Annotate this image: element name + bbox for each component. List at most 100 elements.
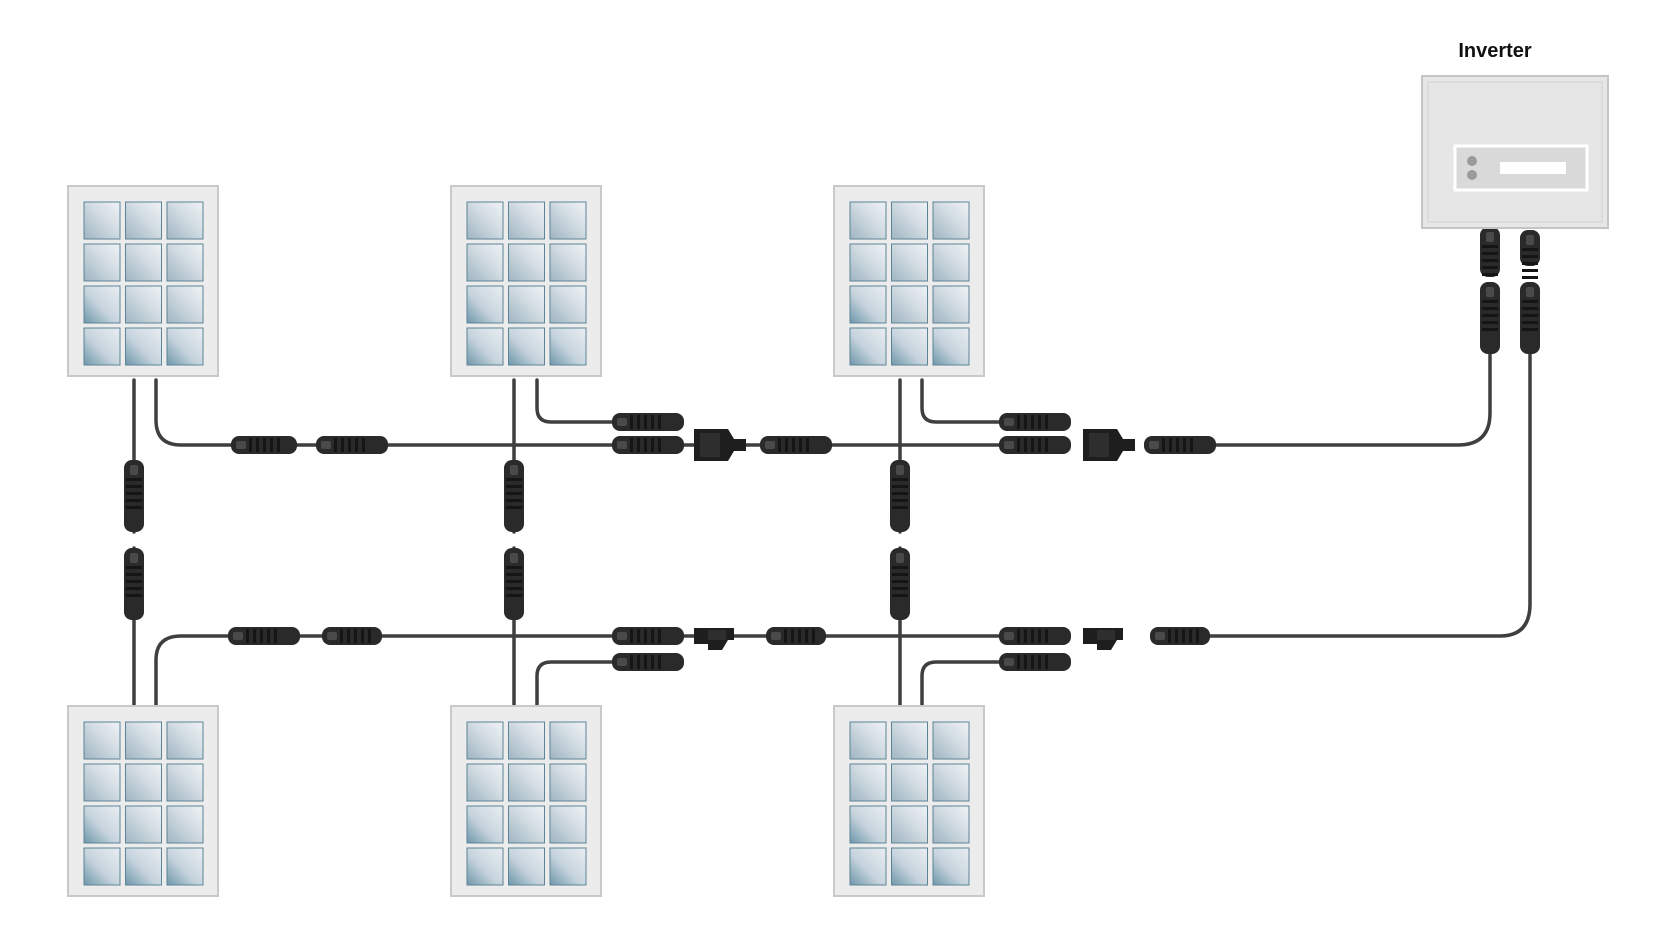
panel-cell	[932, 763, 970, 802]
mc4-connector	[999, 436, 1071, 454]
solar-panel	[833, 705, 985, 897]
mc4-connector	[1520, 230, 1540, 279]
connector-rib	[658, 629, 661, 643]
connector-nut	[1486, 287, 1494, 297]
connector-rib	[637, 629, 640, 643]
connector-rib	[1031, 415, 1034, 429]
mc4-connector	[760, 436, 832, 454]
panel-cell	[125, 805, 162, 844]
connector-rib	[1482, 300, 1498, 303]
connector-nut	[130, 553, 138, 563]
connector-rib	[506, 594, 522, 597]
connector-rib	[263, 438, 266, 452]
panel-cell	[83, 327, 121, 366]
connector-nut	[510, 553, 518, 563]
connector-rib	[1482, 245, 1498, 248]
panel-cell	[166, 243, 204, 282]
connector-rib	[1045, 415, 1048, 429]
connector-rib	[1017, 438, 1020, 452]
connector-rib	[1038, 655, 1041, 669]
connector-nut	[1004, 418, 1014, 426]
connector-rib	[1024, 629, 1027, 643]
panel-cell	[166, 327, 204, 366]
connector-rib	[1162, 438, 1165, 452]
connector-rib	[334, 438, 337, 452]
panel-cell	[891, 805, 928, 844]
connector-body	[322, 627, 382, 645]
connector-rib	[249, 438, 252, 452]
connector-nut	[1004, 632, 1014, 640]
connector-rib	[1482, 328, 1498, 331]
panel-cell	[508, 763, 545, 802]
panel-cell	[849, 201, 887, 240]
panel-cell	[549, 201, 587, 240]
connector-rib	[348, 438, 351, 452]
connector-rib	[126, 478, 142, 481]
connector-rib	[651, 629, 654, 643]
connector-rib	[1522, 321, 1538, 324]
solar-panel	[67, 185, 219, 377]
branch-rib	[700, 433, 720, 457]
connector-rib	[506, 580, 522, 583]
connector-rib	[270, 438, 273, 452]
connector-rib	[651, 415, 654, 429]
connector-rib	[892, 594, 908, 597]
panel-cell	[932, 721, 970, 760]
panel-cell	[466, 243, 504, 282]
connector-rib	[630, 415, 633, 429]
connector-nut	[1004, 658, 1014, 666]
connector-rib	[805, 629, 808, 643]
panel-cell	[891, 763, 928, 802]
connector-nut	[1486, 232, 1494, 242]
connector-rib	[126, 492, 142, 495]
connector-rib	[812, 629, 815, 643]
connector-rib	[256, 438, 259, 452]
connector-rib	[630, 438, 633, 452]
panel-cell	[166, 201, 204, 240]
connector-rib	[506, 506, 522, 509]
y-branch-connector	[1083, 628, 1123, 650]
panel-cell	[166, 763, 204, 802]
branch-rib	[1089, 433, 1109, 457]
mc4-connector	[766, 627, 826, 645]
panel-cell	[83, 805, 121, 844]
connector-rib	[1038, 629, 1041, 643]
connector-rib	[361, 629, 364, 643]
panel-cell	[466, 847, 504, 886]
panel-cell	[508, 285, 545, 324]
connector-rib	[1038, 415, 1041, 429]
connector-rib	[126, 580, 142, 583]
connector-nut	[1155, 632, 1165, 640]
connector-rib	[1175, 629, 1178, 643]
panel-cell	[83, 201, 121, 240]
connector-rib	[892, 485, 908, 488]
mc4-connector	[612, 653, 684, 671]
panel-cell	[849, 327, 887, 366]
panel-cell	[83, 243, 121, 282]
panel-cell	[83, 847, 121, 886]
connector-rib	[126, 587, 142, 590]
connector-rib	[368, 629, 371, 643]
inverter-label: Inverter	[1458, 40, 1532, 62]
connector-rib	[630, 655, 633, 669]
connector-rib	[799, 438, 802, 452]
panel-cell	[508, 327, 545, 366]
connector-rib	[1017, 655, 1020, 669]
connector-rib	[1522, 248, 1538, 251]
panel-cell	[549, 243, 587, 282]
solar-panel	[833, 185, 985, 377]
connector-rib	[644, 655, 647, 669]
connector-rib	[1045, 629, 1048, 643]
connector-nut	[1004, 441, 1014, 449]
panel-cell	[83, 721, 121, 760]
cable	[535, 660, 632, 708]
connector-rib	[658, 655, 661, 669]
panel-cell	[891, 243, 928, 282]
connector-rib	[1031, 629, 1034, 643]
panel-cell	[932, 285, 970, 324]
connector-rib	[277, 438, 280, 452]
connector-rib	[651, 438, 654, 452]
connector-rib	[892, 580, 908, 583]
solar-panel	[67, 705, 219, 897]
